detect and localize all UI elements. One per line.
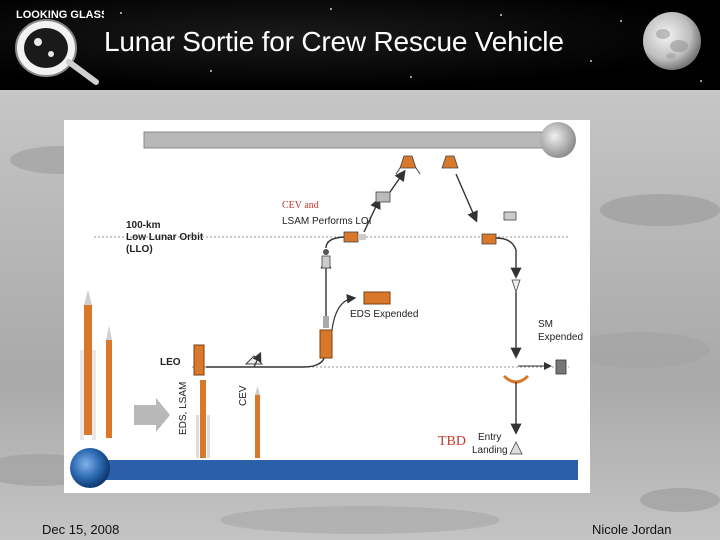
earth-icon — [70, 448, 110, 488]
slide-header: LOOKING GLASS Lunar Sortie for Crew Resc… — [0, 0, 720, 90]
ascent-stage-icon — [441, 155, 459, 169]
star-dot — [120, 12, 122, 14]
footer-date: Dec 15, 2008 — [42, 522, 120, 537]
cev-launch-rocket-icon — [255, 386, 260, 458]
lsam-descent-icon — [375, 191, 391, 203]
star-dot — [500, 14, 502, 16]
star-dot — [330, 8, 332, 10]
arrow-right-icon — [134, 398, 170, 432]
star-dot — [210, 70, 212, 72]
eds-lsam-launch-rocket-icon — [196, 380, 210, 458]
llo-label-line3: (LLO) — [126, 244, 153, 255]
eds-jettison-arrow — [331, 294, 357, 331]
moon-icon — [643, 12, 701, 70]
landing-capsule-icon — [509, 441, 523, 455]
lsam-loi-label: LSAM Performs LOI — [282, 216, 371, 227]
logo-text: LOOKING GLASS — [16, 9, 104, 21]
sm-expended-line2: Expended — [538, 332, 583, 343]
llo-to-descent-arrow — [363, 197, 381, 233]
cev-lsam-llo-icon — [343, 231, 366, 243]
star-dot — [700, 80, 702, 82]
star-dot — [410, 76, 412, 78]
rendezvous-vehicle-icon — [481, 211, 517, 245]
ares-rocket-icon — [80, 290, 96, 440]
reentry-heat-icon — [502, 374, 530, 384]
mission-profile-diagram: 100-km Low Lunar Orbit (LLO) CEV and LSA… — [70, 122, 583, 488]
lander-on-surface-icon — [395, 155, 421, 175]
ascent-arrow — [455, 173, 478, 223]
cev-ascent-arrow — [252, 351, 262, 368]
llo-label-line1: 100-km — [126, 220, 161, 231]
leo-to-tli-arrow — [206, 347, 332, 368]
mission-diagram-panel: 100-km Low Lunar Orbit (LLO) CEV and LSA… — [64, 120, 590, 493]
eds-expended-label: EDS Expended — [350, 309, 418, 320]
eds-lsam-stack-icon — [193, 344, 205, 376]
return-capsule-icon — [511, 279, 521, 294]
leo-label: LEO — [160, 357, 181, 368]
tli-stack-icon — [319, 329, 333, 359]
sm-expended-line1: SM — [538, 319, 553, 330]
descent-to-surface-arrow — [389, 169, 406, 193]
looking-glass-logo-icon: LOOKING GLASS — [15, 9, 104, 85]
star-dot — [590, 60, 592, 62]
loi-arc — [325, 236, 345, 249]
earth-surface-bar — [94, 460, 578, 480]
llo-label-line2: Low Lunar Orbit — [126, 232, 204, 243]
moon-orbit-bar — [143, 131, 547, 149]
entry-label: Entry — [478, 432, 501, 443]
coast-vehicle-icon — [321, 249, 331, 269]
tbd-label: TBD — [438, 434, 466, 449]
star-dot — [620, 20, 622, 22]
tli-capsule-icon — [323, 316, 329, 328]
eds-lsam-label: EDS, LSAM — [178, 382, 189, 435]
cev-capsule-icon — [244, 355, 264, 365]
cev-label: CEV — [238, 385, 249, 406]
footer-author: Nicole Jordan — [592, 522, 672, 537]
cev-and-label: CEV and — [282, 200, 319, 211]
service-module-icon — [555, 359, 567, 375]
slide-title: Lunar Sortie for Crew Rescue Vehicle — [104, 26, 564, 57]
landing-label: Landing — [472, 445, 508, 456]
ares-rocket-icon — [106, 325, 112, 438]
moon-icon — [540, 122, 576, 158]
eds-stage-icon — [363, 291, 391, 305]
tei-arrow — [495, 237, 522, 279]
